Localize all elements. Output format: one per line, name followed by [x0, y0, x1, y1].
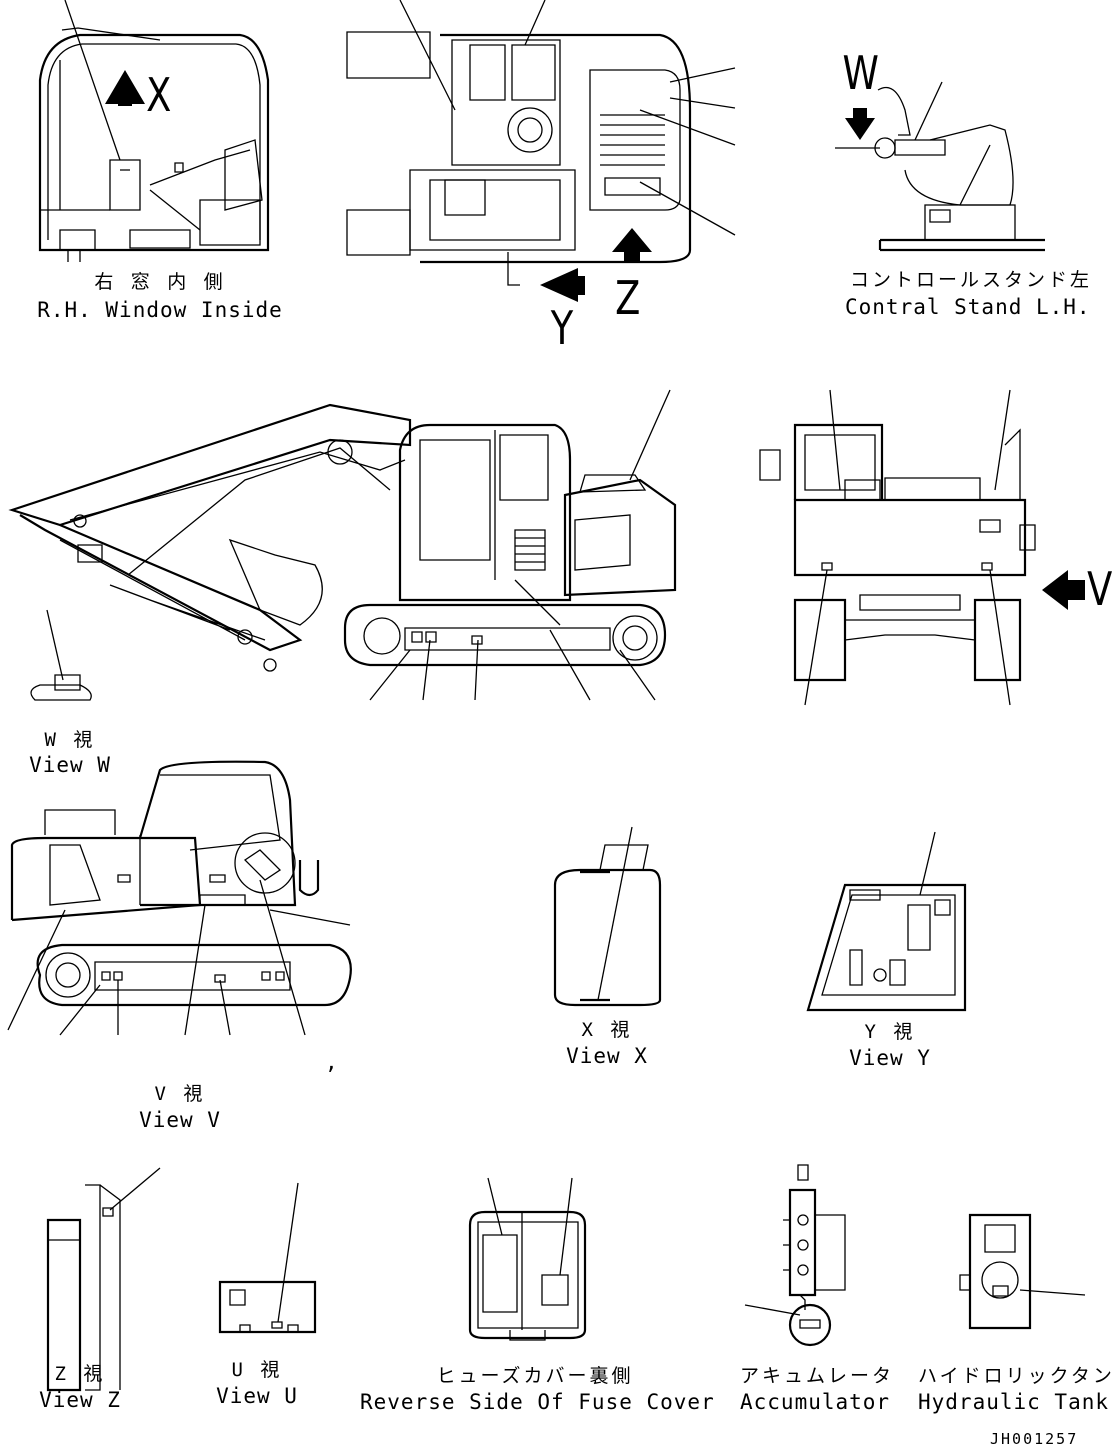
top-view-structure	[346, 0, 736, 302]
fuse-cover-panel	[468, 1177, 587, 1341]
arrow-letter-w: W	[842, 46, 879, 100]
excavator-side-view	[8, 389, 677, 701]
view-x-label-jp: X 視	[581, 1019, 633, 1041]
view-w-label-jp: W 視	[44, 729, 96, 751]
view-x-label-en: View X	[566, 1044, 648, 1068]
rear-view-machine	[759, 389, 1085, 706]
control-stand-label-jp: コントロールスタンド左	[850, 269, 1093, 291]
accumulator-label-en: Accumulator	[740, 1390, 891, 1414]
fuse-cover-label-en: Reverse Side Of Fuse Cover	[360, 1390, 715, 1414]
view-u-label-en: View U	[216, 1384, 298, 1408]
right-side-view	[7, 760, 352, 1036]
view-v-label-jp: V 視	[154, 1083, 206, 1105]
control-stand-view	[835, 81, 1045, 252]
arrow-letter-y: Y	[550, 301, 574, 355]
control-stand-label-en: Contral Stand L.H.	[845, 295, 1091, 319]
view-y-label-jp: Y 視	[864, 1021, 916, 1043]
arrow-letter-x: X	[146, 68, 172, 122]
rh-window-label-jp: 右 窓 内 側	[94, 271, 226, 293]
view-y-panel	[806, 831, 967, 1012]
view-z-label-en: View Z	[39, 1388, 121, 1412]
arrow-letter-z: Z	[615, 271, 641, 325]
view-u-panel	[218, 1182, 317, 1334]
accumulator-label-jp: アキュムレータ	[740, 1365, 895, 1387]
view-v-label-en: View V	[139, 1108, 221, 1132]
rh-window-label-en: R.H. Window Inside	[37, 298, 283, 322]
fuse-cover-label-jp: ヒューズカバー裏側	[436, 1365, 634, 1387]
drawing-code: JH001257	[990, 1430, 1079, 1448]
stray-mark: ,	[325, 1050, 339, 1074]
view-z-label-jp: Z 視	[54, 1363, 106, 1385]
hydraulic-tank-label-en: Hydraulic Tank	[918, 1390, 1110, 1414]
view-w-label-en: View W	[29, 753, 111, 777]
hydraulic-tank-label-jp: ハイドロリックタンク	[918, 1365, 1114, 1387]
hydraulic-tank-part	[959, 1213, 1086, 1330]
arrow-letter-v: V	[1087, 562, 1113, 616]
rh-window-view	[38, 0, 270, 262]
accumulator-part	[744, 1164, 846, 1347]
view-z-panel	[46, 1167, 161, 1392]
view-u-label-jp: U 視	[231, 1359, 283, 1381]
view-x-panel	[553, 826, 662, 1007]
view-y-label-en: View Y	[849, 1046, 931, 1070]
